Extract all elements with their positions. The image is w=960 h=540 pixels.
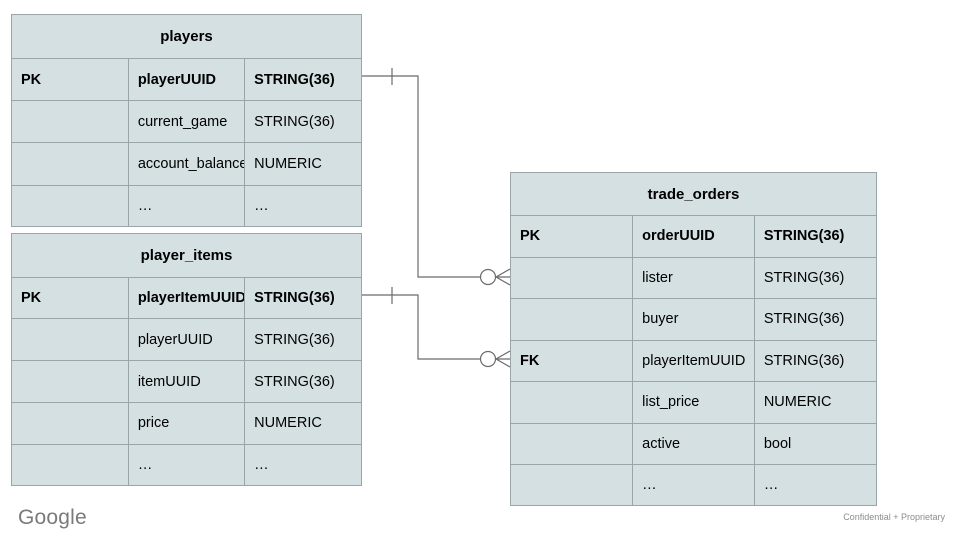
entity-title-row: trade_orders: [511, 173, 876, 217]
connector-line: [362, 294, 480, 360]
field-type: STRING(36): [244, 360, 361, 404]
field-type: STRING(36): [753, 256, 876, 300]
field-type: NUMERIC: [753, 381, 876, 424]
table-row[interactable]: PK orderUUID STRING(36): [511, 215, 876, 258]
table-row[interactable]: PK playerItemUUID STRING(36): [12, 276, 361, 320]
cardinality-many-crowsfoot: [495, 350, 511, 368]
field-key: [12, 443, 129, 485]
entity-player-items-title: player_items: [12, 234, 361, 278]
field-type: STRING(36): [753, 339, 876, 383]
field-name: itemUUID: [127, 360, 246, 404]
field-key: [511, 298, 634, 341]
entity-trade-orders[interactable]: trade_orders PK orderUUID STRING(36) lis…: [510, 172, 877, 506]
field-key: [12, 318, 129, 362]
entity-players-table: players PK playerUUID STRING(36) current…: [12, 15, 361, 226]
field-name: lister: [632, 256, 755, 300]
table-row[interactable]: … …: [511, 464, 876, 505]
field-key: [511, 464, 634, 505]
field-type: STRING(36): [753, 215, 876, 258]
relationship-players-to-trade-orders: [362, 68, 511, 286]
field-name: playerUUID: [127, 57, 246, 102]
field-name: price: [127, 402, 246, 445]
relationship-player-items-to-trade-orders: [362, 287, 511, 368]
field-type: STRING(36): [244, 318, 361, 362]
table-row[interactable]: current_game STRING(36): [12, 100, 361, 144]
field-name: playerItemUUID: [127, 276, 246, 320]
table-row[interactable]: PK playerUUID STRING(36): [12, 57, 361, 102]
field-key: [511, 422, 634, 466]
google-logo: Google: [18, 506, 87, 529]
field-name: playerUUID: [127, 318, 246, 362]
field-key: [12, 184, 129, 226]
field-name: current_game: [127, 100, 246, 144]
table-row[interactable]: itemUUID STRING(36): [12, 360, 361, 404]
confidentiality-note: Confidential + Proprietary: [843, 512, 945, 522]
field-name: active: [632, 422, 755, 466]
field-key: [12, 100, 129, 144]
field-name: list_price: [632, 381, 755, 424]
entity-trade-orders-table: trade_orders PK orderUUID STRING(36) lis…: [511, 173, 876, 505]
field-name: orderUUID: [632, 215, 755, 258]
table-row[interactable]: … …: [12, 443, 361, 485]
cardinality-zero-circle: [479, 268, 497, 286]
field-key: PK: [12, 276, 129, 320]
field-type: bool: [753, 422, 876, 466]
cardinality-zero-circle: [479, 350, 497, 368]
entity-players-title: players: [12, 15, 361, 59]
table-row[interactable]: list_price NUMERIC: [511, 381, 876, 424]
entity-players[interactable]: players PK playerUUID STRING(36) current…: [11, 14, 362, 227]
field-type: STRING(36): [244, 57, 361, 102]
table-row[interactable]: playerUUID STRING(36): [12, 318, 361, 362]
field-type: NUMERIC: [244, 142, 361, 186]
field-key: PK: [511, 215, 634, 258]
field-name: buyer: [632, 298, 755, 341]
field-type: …: [244, 184, 361, 226]
field-key: [12, 142, 129, 186]
field-key: [12, 360, 129, 404]
entity-title-row: player_items: [12, 234, 361, 278]
table-row[interactable]: price NUMERIC: [12, 402, 361, 445]
entity-trade-orders-title: trade_orders: [511, 173, 876, 217]
field-key: [511, 256, 634, 300]
cardinality-many-crowsfoot: [495, 268, 511, 286]
field-key: [12, 402, 129, 445]
table-row[interactable]: … …: [12, 184, 361, 226]
table-row[interactable]: buyer STRING(36): [511, 298, 876, 341]
entity-player-items[interactable]: player_items PK playerItemUUID STRING(36…: [11, 233, 362, 486]
connector-line: [362, 75, 480, 278]
field-name: playerItemUUID: [632, 339, 755, 383]
table-row[interactable]: account_balance NUMERIC: [12, 142, 361, 186]
entity-player-items-table: player_items PK playerItemUUID STRING(36…: [12, 234, 361, 485]
table-row[interactable]: lister STRING(36): [511, 256, 876, 300]
table-row[interactable]: FK playerItemUUID STRING(36): [511, 339, 876, 383]
field-type: STRING(36): [244, 100, 361, 144]
field-type: STRING(36): [753, 298, 876, 341]
field-key: FK: [511, 339, 634, 383]
field-name: …: [127, 443, 246, 485]
entity-title-row: players: [12, 15, 361, 59]
field-type: …: [244, 443, 361, 485]
field-type: NUMERIC: [244, 402, 361, 445]
field-name: …: [127, 184, 246, 226]
field-type: STRING(36): [244, 276, 361, 320]
field-key: [511, 381, 634, 424]
field-name: account_balance: [127, 142, 246, 186]
field-key: PK: [12, 57, 129, 102]
field-type: …: [753, 464, 876, 505]
field-name: …: [632, 464, 755, 505]
table-row[interactable]: active bool: [511, 422, 876, 466]
